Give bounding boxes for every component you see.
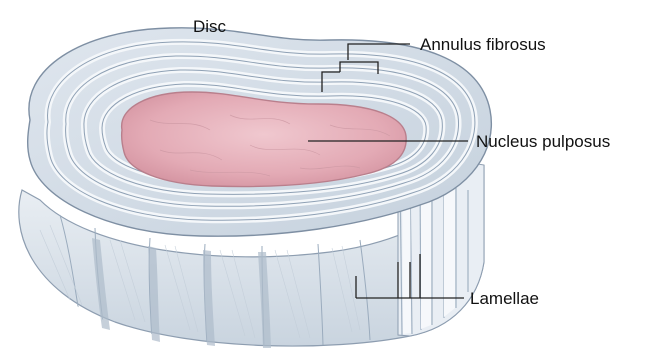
lamellae-label: Lamellae <box>470 289 539 308</box>
nucleus-pulposus-label: Nucleus pulposus <box>476 132 610 151</box>
diagram-title: Disc <box>193 17 227 36</box>
annulus-fibrosus-label: Annulus fibrosus <box>420 35 546 54</box>
